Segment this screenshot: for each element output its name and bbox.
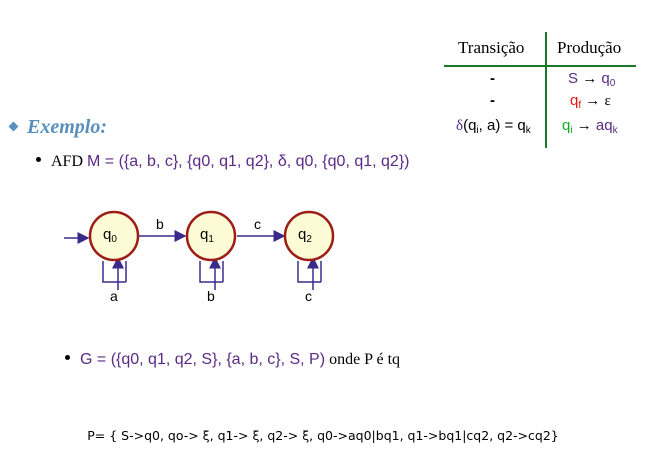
row2-production: qf → ε (570, 92, 611, 111)
grammar-definition: G = ({q0, q1, q2, S}, {a, b, c}, S, P) o… (65, 351, 400, 369)
row1-production: S → q0 (568, 70, 616, 89)
afd-definition: AFD M = ({a, b, c}, {q0, q1, q2}, δ, q0,… (36, 153, 410, 171)
state-q1-label: q1 (200, 226, 214, 245)
loop-label-b: b (207, 288, 215, 304)
transition-label-c: c (254, 216, 261, 232)
state-q1 (185, 210, 237, 262)
loop-label-c: c (305, 288, 312, 304)
row2-transition: - (490, 92, 495, 109)
state-q2 (283, 210, 335, 262)
row1-transition: - (490, 70, 495, 87)
table-lines (444, 32, 636, 148)
row3-transition: δ(qi, a) = qk (456, 117, 531, 136)
header-producao: Produção (557, 38, 622, 57)
state-q2-label: q2 (298, 226, 312, 245)
header-transicao: Transição (458, 38, 525, 57)
loop-label-a: a (110, 288, 118, 304)
example-heading: Exemplo: (8, 116, 107, 139)
state-q0 (88, 210, 140, 262)
state-q0-label: q0 (103, 226, 117, 245)
row3-production: qi → aqk (562, 117, 618, 136)
transition-label-b: b (156, 216, 164, 232)
productions-list: P= { S->q0, qo-> ξ, q1-> ξ, q2-> ξ, q0->… (87, 428, 559, 443)
bullet-icon (36, 157, 41, 162)
bullet-icon (65, 355, 70, 360)
